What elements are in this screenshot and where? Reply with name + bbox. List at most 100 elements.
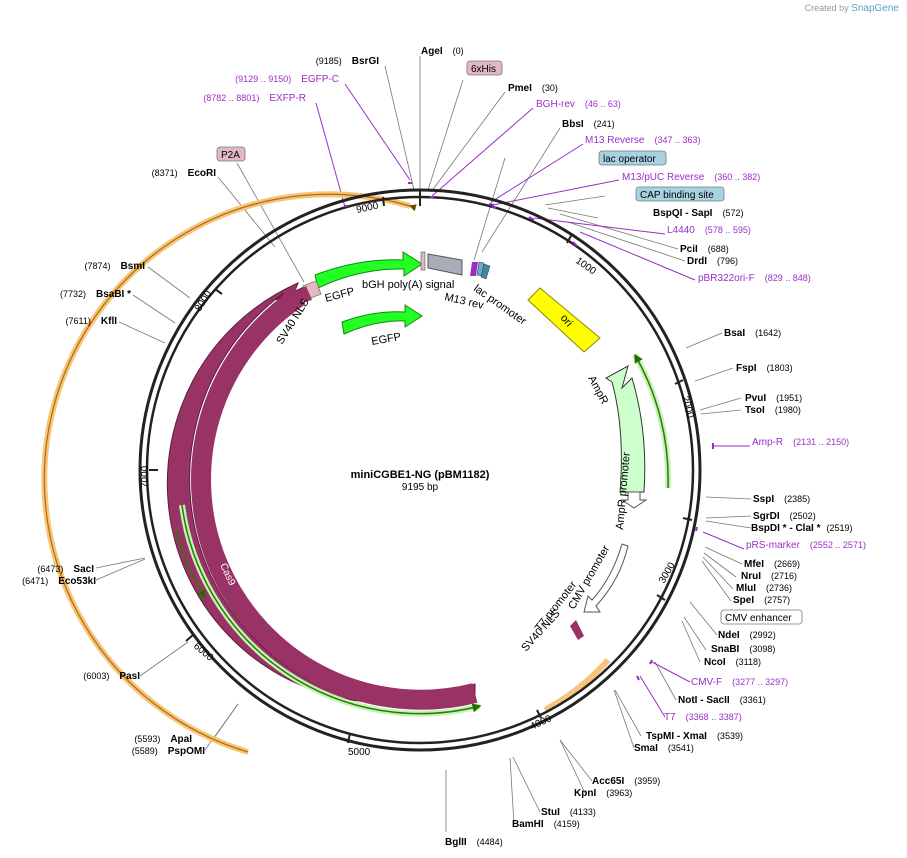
tick-6000: 6000 xyxy=(191,641,215,664)
primer-amp-r: Amp-R(2131 .. 2150) xyxy=(752,437,849,448)
primer-egfp-c: (9129 .. 9150)EGFP-C xyxy=(235,74,339,85)
primer-leaders xyxy=(315,83,750,718)
site-bbsi: BbsI(241) xyxy=(562,119,615,130)
tick-4000: 4000 xyxy=(529,713,554,733)
leader-lines xyxy=(95,56,752,832)
ampr-feature xyxy=(605,364,646,493)
cas9-feature xyxy=(166,282,476,710)
egfp-feature-lower xyxy=(341,304,423,335)
bgh-polya-feature xyxy=(427,253,463,276)
site-saci: (6473)SacI xyxy=(37,564,94,575)
primer-t7: T7(3368 .. 3387) xyxy=(664,712,742,723)
site-nrui: NruI(2716) xyxy=(741,571,797,582)
site-ncoi: NcoI(3118) xyxy=(704,657,761,668)
site-bamhi: BamHI(4159) xyxy=(512,819,580,830)
site-tsoi: TsoI(1980) xyxy=(745,405,801,416)
site-kpni: KpnI(3963) xyxy=(574,788,632,799)
site-tspmi-xmai: TspMI - XmaI(3539) xyxy=(646,731,743,742)
site-eco53ki: (6471)Eco53kI xyxy=(22,576,96,587)
site-bsabi: (7732)BsaBI * xyxy=(60,289,131,300)
site-bspqi-sapi: BspQI - SapI(572) xyxy=(653,208,743,219)
credit-prefix: Created by xyxy=(804,3,849,13)
p2a-text: P2A xyxy=(221,150,240,161)
box-labels: 6xHis lac operator CAP binding site CMV … xyxy=(216,60,803,625)
sv40-nls-bottom xyxy=(570,620,584,640)
orange-highlight-arc-inner xyxy=(43,193,417,753)
primer-cmv-f: CMV-F(3277 .. 3297) xyxy=(691,677,788,688)
site-stui: StuI(4133) xyxy=(541,807,596,818)
his-tag-feature xyxy=(420,251,426,271)
lac-operator-text: lac operator xyxy=(603,154,656,165)
tick-9000: 9000 xyxy=(355,200,379,215)
ampr-promoter-feature xyxy=(620,491,648,509)
cap-binding-text: CAP binding site xyxy=(640,190,714,201)
site-fspi: FspI(1803) xyxy=(736,363,793,374)
primer-m13-reverse: M13 Reverse(347 .. 363) xyxy=(585,135,701,146)
site-spei: SpeI(2757) xyxy=(733,595,790,606)
cmv-enhancer-text: CMV enhancer xyxy=(725,613,792,624)
egfp-label-top: EGFP xyxy=(324,286,356,305)
site-smai: SmaI(3541) xyxy=(634,743,694,754)
primer-pbr322ori-f: pBR322ori-F(829 .. 848) xyxy=(698,273,811,284)
site-noti-sacii: NotI - SacII(3361) xyxy=(678,695,766,706)
egfp-feature-top xyxy=(314,251,423,289)
plasmid-length: 9195 bp xyxy=(402,482,439,493)
primer-l4440: L4440(578 .. 595) xyxy=(667,225,751,236)
plasmid-title: miniCGBE1-NG (pBM1182) xyxy=(351,469,490,481)
6xhis-text: 6xHis xyxy=(471,64,496,75)
site-bsmi: (7874)BsmI xyxy=(85,261,146,272)
cap-feature xyxy=(480,263,491,280)
primer-m13-puc-reverse: M13/pUC Reverse(360 .. 382) xyxy=(622,172,760,183)
primer-bgh-rev: BGH-rev(46 .. 63) xyxy=(536,99,621,110)
cap-binding-box xyxy=(635,186,725,202)
site-mlui: MluI(2736) xyxy=(736,583,792,594)
snapgene-logo: SnapGene xyxy=(851,3,899,14)
cmv-promoter-feature xyxy=(583,543,629,613)
enzyme-labels: AgeI(0) PmeI(30) BbsI(241) BspQI - SapI(… xyxy=(22,46,852,848)
egfp-label-lower: EGFP xyxy=(370,331,402,348)
p2a-box xyxy=(216,146,246,162)
site-bsai: BsaI(1642) xyxy=(724,328,781,339)
site-pcii: PciI(688) xyxy=(680,244,729,255)
site-ecori: (8371)EcoRI xyxy=(152,168,217,179)
site-sspi: SspI(2385) xyxy=(753,494,810,505)
primer-exfp-r: (8782 .. 8801)EXFP-R xyxy=(203,93,306,104)
site-apai: (5593)ApaI xyxy=(134,734,192,745)
site-pasi: (6003)PasI xyxy=(83,671,140,682)
primer-prs-marker: pRS-marker(2552 .. 2571) xyxy=(746,540,866,551)
tick-5000: 5000 xyxy=(348,747,371,758)
bgh-label: bGH poly(A) signal xyxy=(362,279,454,291)
snapgene-credit: Created by SnapGene xyxy=(805,3,899,14)
site-bglii: BglII(4484) xyxy=(445,837,503,848)
site-bspdi-clai: BspDI * - ClaI *(2519) xyxy=(751,523,852,534)
site-agei: AgeI(0) xyxy=(421,46,464,57)
site-drdi: DrdI(796) xyxy=(687,256,738,267)
site-kfli: (7611)KflI xyxy=(66,316,118,327)
site-bsrgi: (9185)BsrGI xyxy=(316,56,379,67)
green-arc-left-line xyxy=(181,504,482,715)
cas9-fill xyxy=(191,287,478,710)
primer-labels: BGH-rev(46 .. 63) M13 Reverse(347 .. 363… xyxy=(203,74,866,723)
orange-highlight-arc-2 xyxy=(543,658,611,713)
ticks xyxy=(149,190,693,744)
site-pmei: PmeI(30) xyxy=(508,83,558,94)
site-pspomi: (5589)PspOMI xyxy=(132,746,205,757)
ori-feature xyxy=(527,287,601,353)
cmv-enhancer-box xyxy=(720,609,803,625)
m13-rev-feature xyxy=(470,262,478,276)
tick-2000: 2000 xyxy=(679,395,695,420)
site-ndei: NdeI(2992) xyxy=(718,630,776,641)
green-arc-left-2 xyxy=(175,529,206,600)
tick-7000: 7000 xyxy=(140,465,151,488)
primer-marks xyxy=(344,182,714,681)
sv40-nls-top xyxy=(300,286,312,302)
6xhis-box xyxy=(466,60,503,76)
site-acc65i: Acc65I(3959) xyxy=(592,776,660,787)
site-snabi: SnaBI(3098) xyxy=(711,644,775,655)
tick-3000: 3000 xyxy=(657,560,678,585)
site-pvui: PvuI(1951) xyxy=(745,393,802,404)
lac-operator-box xyxy=(598,150,667,166)
site-sgrdi: SgrDI(2502) xyxy=(753,511,816,522)
site-mfei: MfeI(2669) xyxy=(744,559,800,570)
